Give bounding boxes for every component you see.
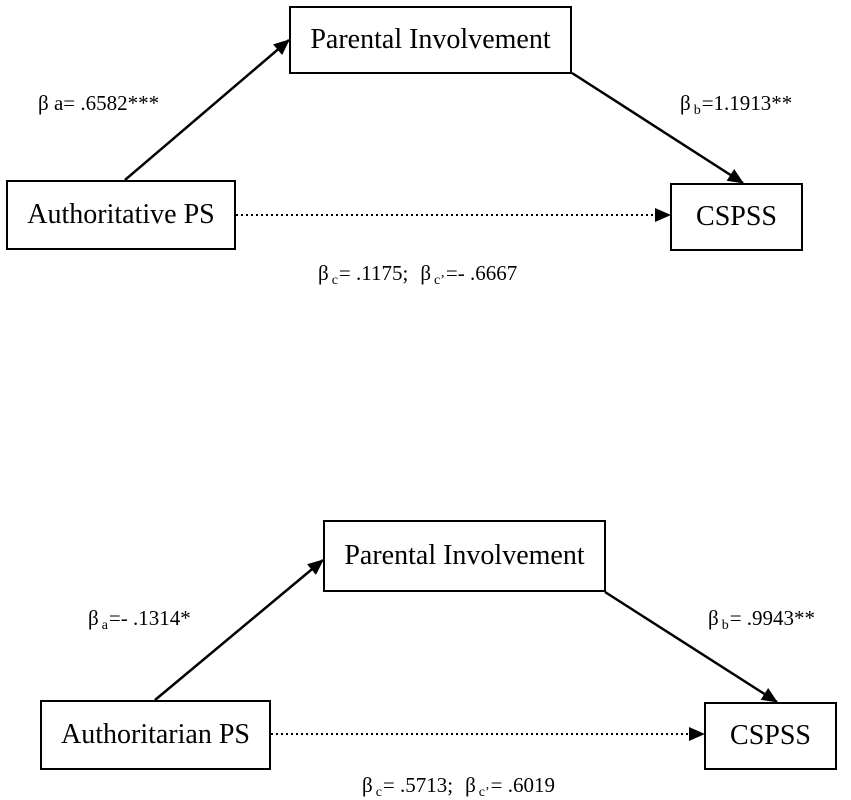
predictor-box: Authoritative PS [6,180,236,250]
path-a-coefficient: β a= .6582*** [38,91,160,115]
path-b-arrow-1 [571,71,744,185]
mediator-label: Parental Involvement [344,540,585,571]
outcome-box: CSPSS [670,183,803,251]
predictor-label: Authoritarian PS [61,719,250,750]
predictor-label: Authoritative PS [27,199,215,230]
outcome-box: CSPSS [704,702,837,770]
path-a-arrow-2 [154,559,324,701]
predictor-box: Authoritarian PS [40,700,271,770]
path-a-arrow-1 [124,39,290,181]
outcome-label: CSPSS [730,720,811,751]
mediator-box: Parental Involvement [289,6,572,74]
outcome-label: CSPSS [696,201,777,232]
mediator-label: Parental Involvement [310,24,551,55]
path-b-arrow-2 [604,590,778,704]
mediator-box: Parental Involvement [323,520,606,592]
